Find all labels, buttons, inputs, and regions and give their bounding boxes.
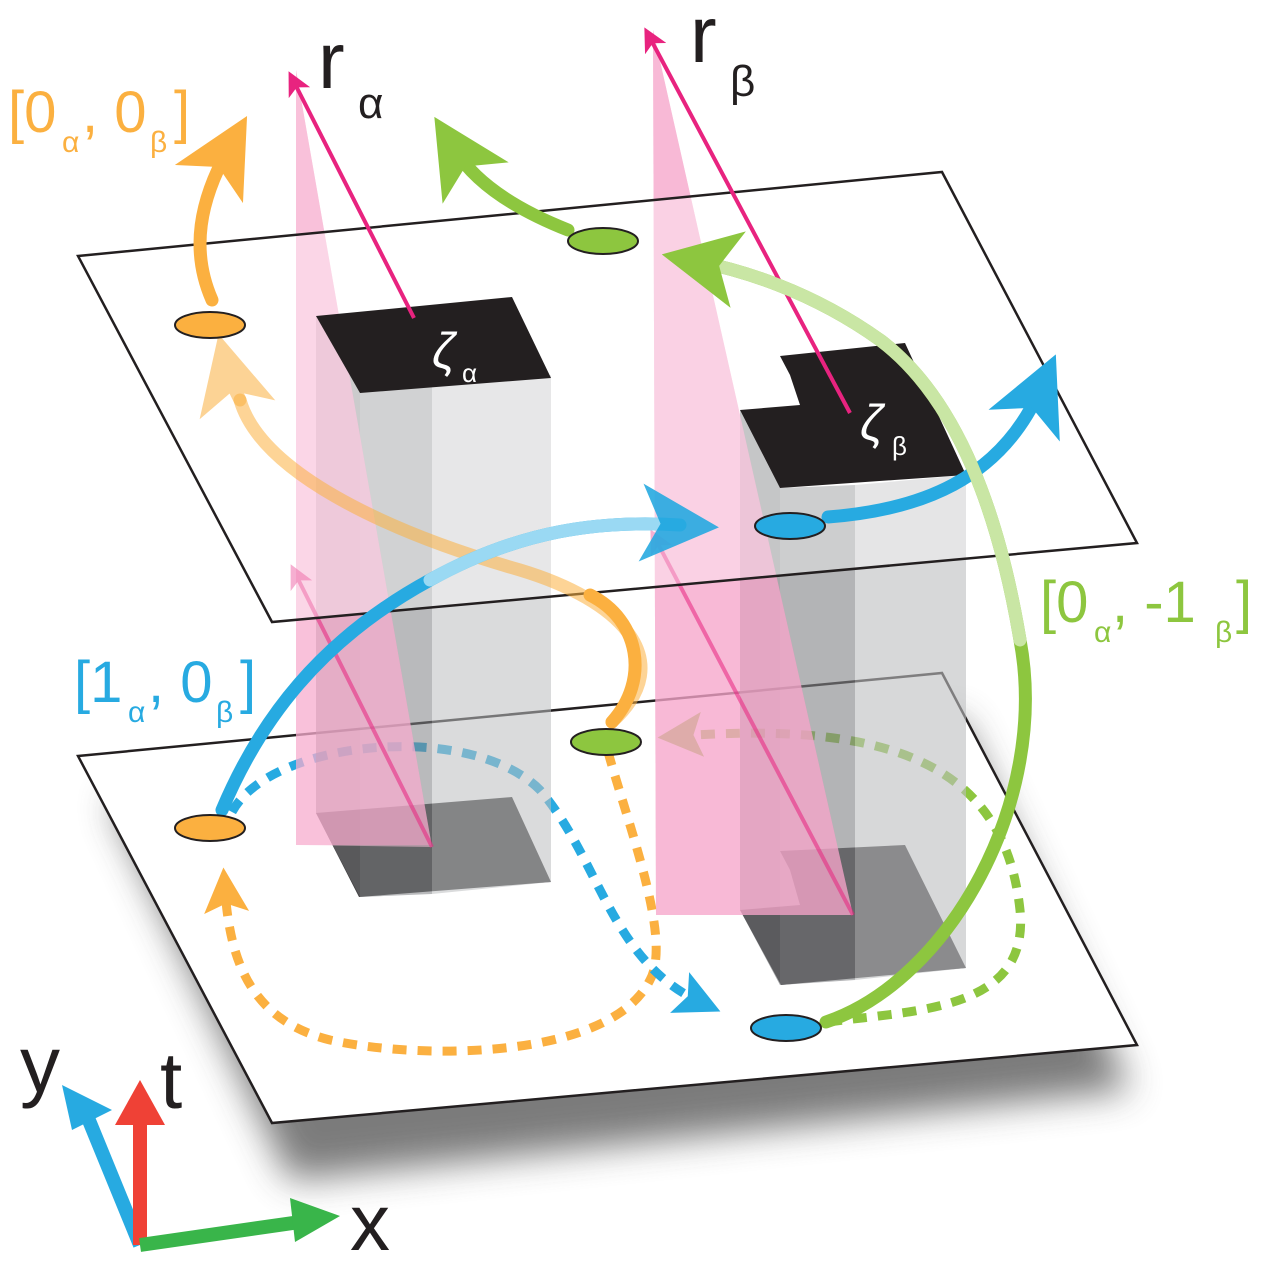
r-arrows-lower [290, 529, 855, 916]
label-zeta-beta: ζ β [860, 395, 907, 461]
defect-beta-top [740, 343, 966, 488]
svg-text:]: ] [174, 80, 190, 145]
particle-green-top [567, 227, 639, 255]
svg-text:]: ] [1236, 570, 1252, 635]
label-r-alpha: r α [318, 16, 383, 128]
particle-orange-bottom [174, 814, 246, 842]
r-beta-sub: β [730, 57, 755, 106]
svg-text:α: α [1094, 616, 1111, 649]
r-alpha-main: r [318, 16, 345, 105]
zeta-beta-sub: β [892, 431, 907, 461]
svg-text:[0: [0 [8, 80, 56, 145]
particle-blue-bottom [750, 1014, 822, 1042]
axis-label-y: y [20, 1020, 60, 1109]
svg-text:β: β [216, 696, 233, 729]
r-arrows [288, 27, 852, 414]
particle-blue-top [754, 512, 826, 540]
particle-orange-top [174, 311, 246, 339]
axes-icon: y t x [20, 1020, 390, 1267]
defect-alpha-top [316, 297, 551, 393]
label-r-beta: r β [690, 0, 755, 106]
particles [174, 227, 826, 1042]
r-beta-arrow [644, 27, 852, 414]
svg-text:, -1: , -1 [1112, 570, 1196, 635]
label-green-winding: [0 α , -1 β ] [1040, 570, 1252, 649]
blue-top-arrow [821, 354, 1060, 524]
r-alpha-arrow [288, 71, 416, 319]
solid-paths [174, 115, 1060, 1029]
zeta-beta-main: ζ [860, 395, 886, 451]
svg-text:, 0: , 0 [148, 650, 213, 715]
svg-text:]: ] [240, 650, 256, 715]
label-orange-winding: [0 α , 0 β ] [8, 80, 190, 159]
green-top-arrow [434, 116, 575, 237]
svg-text:, 0: , 0 [82, 80, 147, 145]
svg-text:[0: [0 [1040, 570, 1088, 635]
axis-label-x: x [350, 1178, 390, 1267]
svg-text:[1: [1 [74, 650, 122, 715]
orange-top-arrow [174, 115, 248, 307]
axis-label-t: t [160, 1036, 182, 1125]
r-alpha-sub: α [358, 79, 383, 128]
zeta-alpha-main: ζ [432, 323, 458, 379]
svg-text:α: α [128, 696, 145, 729]
svg-text:α: α [62, 126, 79, 159]
label-blue-winding: [1 α , 0 β ] [74, 650, 256, 729]
dashed-orange-loop [204, 750, 661, 1056]
label-zeta-alpha: ζ α [432, 323, 477, 388]
zeta-alpha-sub: α [462, 358, 477, 388]
svg-text:β: β [1215, 616, 1232, 649]
particle-green-bottom [570, 728, 642, 756]
r-beta-main: r [690, 0, 717, 79]
svg-text:β: β [150, 126, 167, 159]
